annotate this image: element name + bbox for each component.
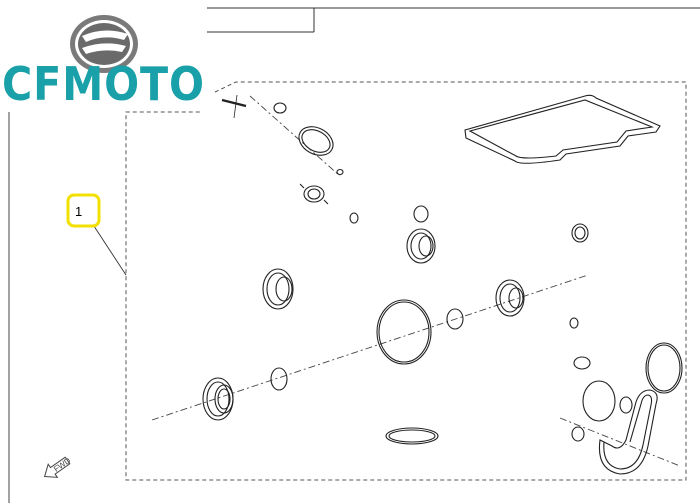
- o-ring-right-c: [619, 396, 633, 414]
- small-seal-right: [571, 426, 585, 442]
- brand-logo: CFMOTO: [2, 15, 205, 111]
- oil-seal-e: [495, 279, 525, 317]
- large-o-ring: [376, 299, 432, 365]
- loop-gasket: [598, 389, 658, 475]
- retainer-clip: [299, 183, 329, 205]
- o-ring-small-b: [413, 205, 429, 223]
- callout-badge[interactable]: 1: [66, 193, 101, 228]
- o-ring-small-a: [270, 367, 288, 391]
- callout-number: 1: [75, 204, 82, 219]
- small-o-ring-top: [273, 102, 287, 114]
- dowel-pin: [221, 94, 247, 119]
- small-ring-c: [569, 317, 579, 329]
- small-ring-a: [349, 212, 359, 224]
- centerline-right: [559, 417, 681, 467]
- o-ring-right-a: [582, 380, 616, 422]
- large-o-ring-inner: [378, 301, 430, 363]
- title-block: [207, 7, 700, 33]
- loop-gasket-inner: [603, 394, 653, 470]
- centerline-main: [151, 274, 589, 421]
- o-ring-medium-top-inner: [301, 129, 331, 153]
- oil-seal-a: [202, 377, 234, 421]
- o-ring-medium-top: [298, 126, 334, 156]
- oil-seal-b: [406, 228, 436, 264]
- oil-seal-c: [262, 268, 294, 310]
- brand-wordmark: CFMOTO: [2, 57, 205, 111]
- o-ring-flat-bottom: [385, 427, 439, 445]
- forward-label: FWD: [52, 456, 72, 474]
- kit-group-frame: [125, 81, 687, 481]
- cover-gasket: [464, 94, 661, 164]
- o-ring-small-c: [446, 308, 464, 330]
- cap-part: [573, 356, 591, 370]
- brand-emblem-icon: [70, 15, 138, 73]
- oil-seal-d: [571, 223, 589, 243]
- cover-gasket-inner: [468, 99, 655, 159]
- callout-leader-line: [89, 219, 127, 276]
- centerline-top: [249, 95, 341, 177]
- o-ring-right-b-inner: [647, 344, 681, 392]
- forward-arrow-icon: FWD: [43, 456, 72, 478]
- o-ring-right-b: [645, 342, 683, 394]
- o-ring-flat-bottom-inner: [388, 429, 436, 443]
- tiny-ring: [336, 168, 344, 176]
